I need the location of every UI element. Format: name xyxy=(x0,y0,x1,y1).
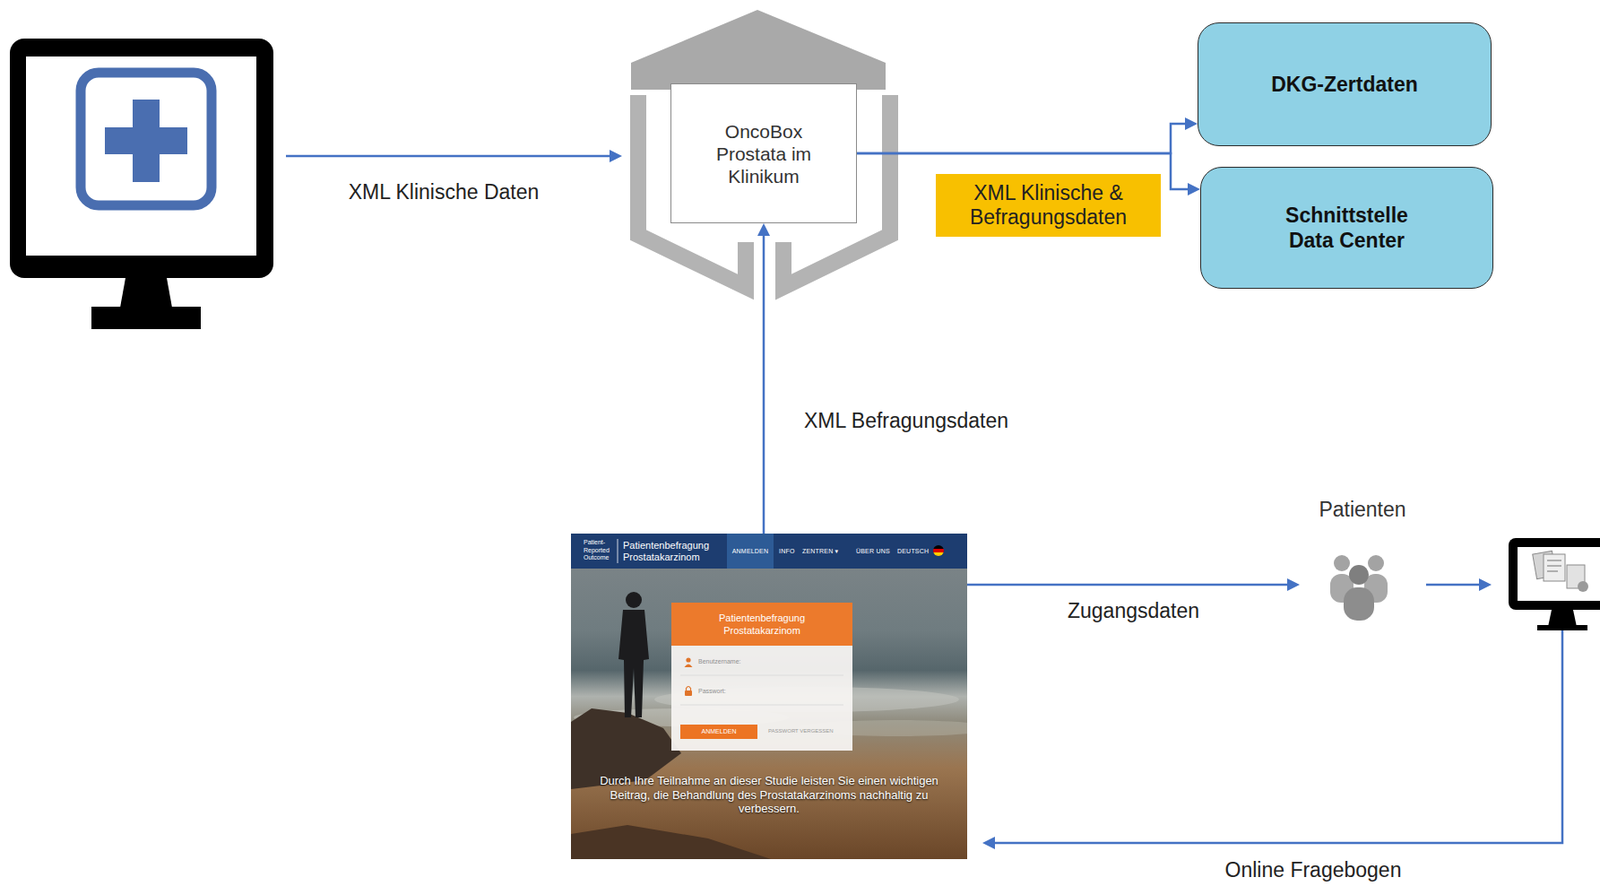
site-intro-text: Durch Ihre Teilnahme an dieser Studie le… xyxy=(594,773,944,816)
arrow-label: XML Klinische Daten xyxy=(348,180,540,205)
connector-line xyxy=(856,123,1185,154)
arrow-clinical-data xyxy=(285,149,623,163)
login-panel-title: Patientenbefragung Prostatakarzinom xyxy=(671,602,853,646)
arrow-head xyxy=(1187,182,1201,196)
nav-item: ÜBER UNS xyxy=(856,533,891,569)
edge-label: Zugangsdaten xyxy=(1067,598,1200,623)
node-text: Patienten xyxy=(1318,497,1406,522)
arrow-to-patient-computer xyxy=(1426,578,1492,591)
login-panel: Patientenbefragung ProstatakarzinomBenut… xyxy=(671,602,853,751)
arrow-head xyxy=(1184,117,1198,130)
arrow-online-questionnaire xyxy=(982,630,1563,849)
website-screenshot-background xyxy=(570,533,968,859)
arrow-head xyxy=(757,223,770,236)
input-placeholder: Benutzername: xyxy=(698,657,741,665)
oncobox-box-icon xyxy=(631,9,891,287)
connector-arrow xyxy=(967,578,1300,591)
arrow-head xyxy=(1287,578,1300,591)
node-text: DKG-Zertdaten xyxy=(1271,71,1419,97)
patient-computer-icon xyxy=(1508,537,1600,631)
connector-line xyxy=(762,235,766,534)
nav-item: ZENTREN ▾ xyxy=(802,533,839,569)
target-box: DKG-Zertdaten xyxy=(1197,22,1492,147)
input-placeholder: Passwort: xyxy=(698,687,727,694)
connector-arrow xyxy=(757,223,770,534)
target-box: Schnittstelle Data Center xyxy=(1200,166,1494,289)
hospital-monitor-icon xyxy=(9,38,274,329)
login-button: ANMELDEN xyxy=(680,724,758,739)
login-panel-background xyxy=(671,602,853,751)
arrow-label: Online Fragebogen xyxy=(1225,857,1402,883)
site-logo-text: Patient-Reported Outcome xyxy=(583,538,618,563)
website-screenshot: Patient-Reported OutcomePatientenbefragu… xyxy=(570,533,968,859)
patients-group-icon xyxy=(1330,554,1388,621)
oncobox-box: OncoBox Prostata im Klinikum xyxy=(670,83,857,224)
node-text: OncoBox Prostata im Klinikum xyxy=(700,120,827,188)
connector-arrow xyxy=(856,117,1198,154)
patients-group: Patienten xyxy=(1299,497,1426,628)
connector-line xyxy=(967,583,1288,587)
forgot-password-link: PASSWORT VERGESSEN xyxy=(768,727,834,734)
edge-label-box: XML Klinische & Befragungsdaten xyxy=(935,173,1161,237)
node-text: Schnittstelle Data Center xyxy=(1268,202,1426,253)
nav-item: INFO xyxy=(778,533,796,569)
edge-label: XML Befragungsdaten xyxy=(804,408,1009,433)
site-title: Patientenbefragung Prostatakarzinom xyxy=(622,539,724,563)
nav-item-active: ANMELDEN xyxy=(726,533,774,569)
nav-item: DEUTSCH xyxy=(897,533,929,569)
